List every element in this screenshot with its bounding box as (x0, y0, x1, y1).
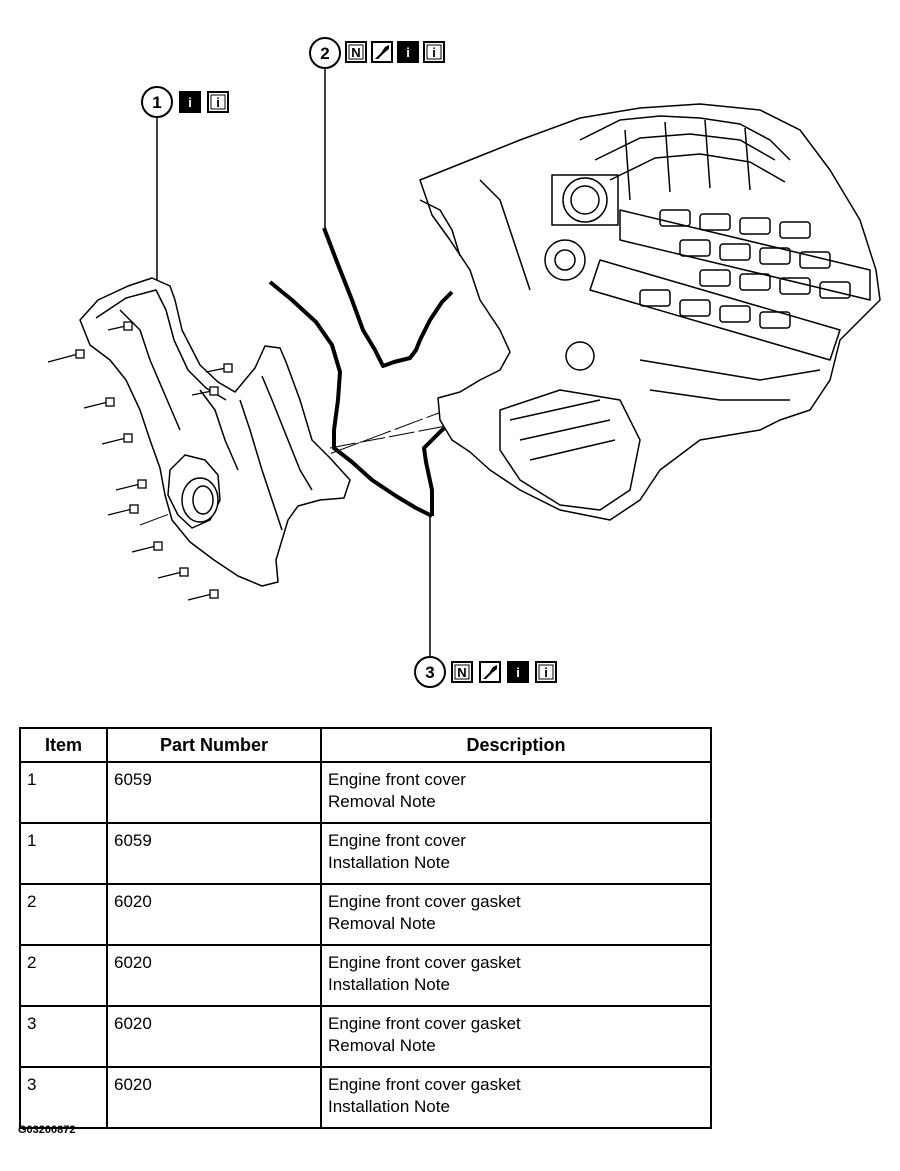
description-name: Engine front cover (328, 770, 466, 789)
description-name: Engine front cover gasket (328, 1014, 521, 1033)
bolt (191, 386, 219, 396)
cell-part-number: 6020 (106, 1066, 322, 1129)
description-name: Engine front cover (328, 831, 466, 850)
table-row: 1 6059 Engine front cover Installation N… (19, 822, 712, 885)
description-note-link[interactable]: Installation Note (328, 975, 450, 994)
bolt (107, 321, 133, 331)
cell-description: Engine front cover gasket Installation N… (320, 944, 712, 1007)
description-name: Engine front cover gasket (328, 953, 521, 972)
header-item: Item (19, 727, 108, 763)
cover-bolts (47, 321, 233, 601)
info-filled-icon: i (507, 661, 529, 683)
note-icon-letter: N (457, 665, 466, 680)
description-name: Engine front cover gasket (328, 1075, 521, 1094)
note-icon: N (451, 661, 473, 683)
callout-1: 1 i i (141, 86, 229, 282)
callout-3: 3 N i i (414, 515, 557, 688)
bolt (83, 397, 115, 409)
info-filled-icon: i (397, 41, 419, 63)
info-filled-icon-letter: i (516, 665, 520, 680)
bolt (205, 363, 233, 373)
header-part-number: Part Number (106, 727, 322, 763)
description-name: Engine front cover gasket (328, 892, 521, 911)
cell-item: 2 (19, 883, 108, 946)
bolt (107, 504, 139, 516)
callout-3-number: 3 (425, 663, 434, 682)
cell-part-number: 6059 (106, 822, 322, 885)
cell-item: 2 (19, 944, 108, 1007)
callout-2-number: 2 (320, 44, 329, 63)
exploded-view-diagram: 2 N i i 1 i i (47, 37, 881, 688)
bolt (115, 479, 147, 491)
cell-description: Engine front cover gasket Removal Note (320, 1005, 712, 1068)
bolt (47, 349, 85, 363)
info-outline-icon-letter: i (216, 95, 220, 110)
description-note-link[interactable]: Removal Note (328, 792, 436, 811)
header-description: Description (320, 727, 712, 763)
info-outline-icon: i (423, 41, 445, 63)
table-row: 3 6020 Engine front cover gasket Removal… (19, 1005, 712, 1068)
cell-part-number: 6020 (106, 944, 322, 1007)
bolt (157, 567, 189, 579)
cell-item: 1 (19, 761, 108, 824)
engine-assembly (419, 103, 881, 521)
table-row: 3 6020 Engine front cover gasket Install… (19, 1066, 712, 1129)
description-note-link[interactable]: Installation Note (328, 853, 450, 872)
table-header-row: Item Part Number Description (19, 727, 712, 763)
cell-description: Engine front cover Installation Note (320, 822, 712, 885)
cell-part-number: 6020 (106, 1005, 322, 1068)
gasket-upper (322, 227, 454, 368)
info-filled-icon-letter: i (188, 95, 192, 110)
description-note-link[interactable]: Removal Note (328, 914, 436, 933)
info-outline-icon: i (207, 91, 229, 113)
info-filled-icon: i (179, 91, 201, 113)
bolt (187, 589, 219, 601)
callout-1-number: 1 (152, 93, 161, 112)
bolt (131, 541, 163, 553)
info-filled-icon-letter: i (406, 45, 410, 60)
tool-icon (371, 41, 393, 63)
cell-description: Engine front cover gasket Removal Note (320, 883, 712, 946)
cell-description: Engine front cover Removal Note (320, 761, 712, 824)
note-icon-letter: N (351, 45, 360, 60)
callout-2: 2 N i i (309, 37, 445, 228)
engine-front-cover (79, 277, 351, 587)
tool-icon (479, 661, 501, 683)
table-row: 2 6020 Engine front cover gasket Removal… (19, 883, 712, 946)
cell-part-number: 6020 (106, 883, 322, 946)
info-outline-icon-letter: i (544, 665, 548, 680)
bolt (101, 433, 133, 445)
cell-description: Engine front cover gasket Installation N… (320, 1066, 712, 1129)
description-note-link[interactable]: Installation Note (328, 1097, 450, 1116)
parts-table: Item Part Number Description 1 6059 Engi… (19, 727, 712, 1129)
note-icon: N (345, 41, 367, 63)
table-row: 2 6020 Engine front cover gasket Install… (19, 944, 712, 1007)
cell-item: 3 (19, 1066, 108, 1129)
table-row: 1 6059 Engine front cover Removal Note (19, 761, 712, 824)
figure-code: G03200872 (18, 1124, 76, 1136)
info-outline-icon-letter: i (432, 45, 436, 60)
cell-item: 3 (19, 1005, 108, 1068)
cell-item: 1 (19, 822, 108, 885)
info-outline-icon: i (535, 661, 557, 683)
cell-part-number: 6059 (106, 761, 322, 824)
description-note-link[interactable]: Removal Note (328, 1036, 436, 1055)
